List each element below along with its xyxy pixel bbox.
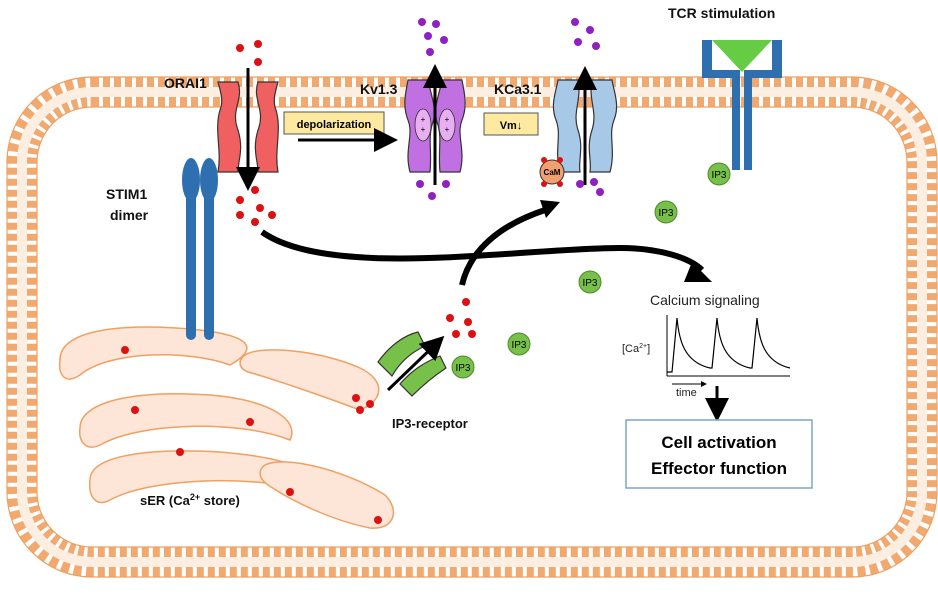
potassium-ions-kca [571,18,604,196]
kca31-channel [552,66,618,185]
svg-text:IP3: IP3 [455,363,470,374]
ip3-molecule: IP3 [707,162,731,186]
svg-text:IP3: IP3 [658,208,673,219]
potassium-ions-kv [416,18,450,200]
calmodulin: CaM [539,157,565,187]
calcium-signaling-title: Calcium signaling [650,292,760,308]
ser-label: sER (Ca2+ store) [140,492,240,508]
kca31-label: KCa3.1 [494,81,542,97]
svg-text:+: + [445,125,450,134]
ip3-molecule: IP3 [507,332,531,356]
ip3-receptor-label: IP3-receptor [392,416,468,431]
smooth-er [58,326,395,529]
svg-text:IP3: IP3 [711,170,726,181]
calcium-ions-extracellular [236,40,262,66]
kv13-label: Kv1.3 [360,81,398,97]
svg-text:depolarization: depolarization [297,119,372,131]
stim1-label: STIM1 [106,186,147,202]
svg-text:CaM: CaM [544,168,561,177]
time-axis-label: time [676,387,697,399]
ip3-molecule: IP3 [654,200,678,224]
svg-text:IP3: IP3 [511,340,526,351]
stim1-dimer-label: dimer [110,207,149,223]
calcium-ions-released [446,298,476,338]
calcium-axis-label: [Ca2+] [622,343,650,355]
ip3-molecule: IP3 [578,270,602,294]
orai1-channel [217,68,279,191]
cell-membrane [6,76,938,578]
svg-text:Vm↓: Vm↓ [500,120,523,132]
effector-function-label: Effector function [651,459,787,478]
kv13-channel: + + + + [404,64,466,185]
calcium-flow-arrow [260,229,712,282]
depolarization-box: depolarization [283,111,398,152]
svg-text:IP3: IP3 [582,278,597,289]
svg-text:+: + [421,115,426,124]
tcr-label: TCR stimulation [668,5,775,21]
kca-activation-arrow [459,200,560,286]
svg-text:+: + [445,115,450,124]
vm-box: Vm↓ [483,112,539,136]
ip3-molecule: IP3 [451,355,475,379]
cell-activation-label: Cell activation [661,433,776,452]
calcium-oscillation-plot [666,315,791,387]
orai1-label: ORAI1 [164,75,207,91]
outcome-box: Cell activation Effector function [625,419,813,489]
svg-text:+: + [421,125,426,134]
calcium-ions-cytosol [236,186,276,226]
tcr-receptor [702,40,782,170]
stim1-dimer [182,158,218,340]
ip3-receptor [377,331,447,397]
